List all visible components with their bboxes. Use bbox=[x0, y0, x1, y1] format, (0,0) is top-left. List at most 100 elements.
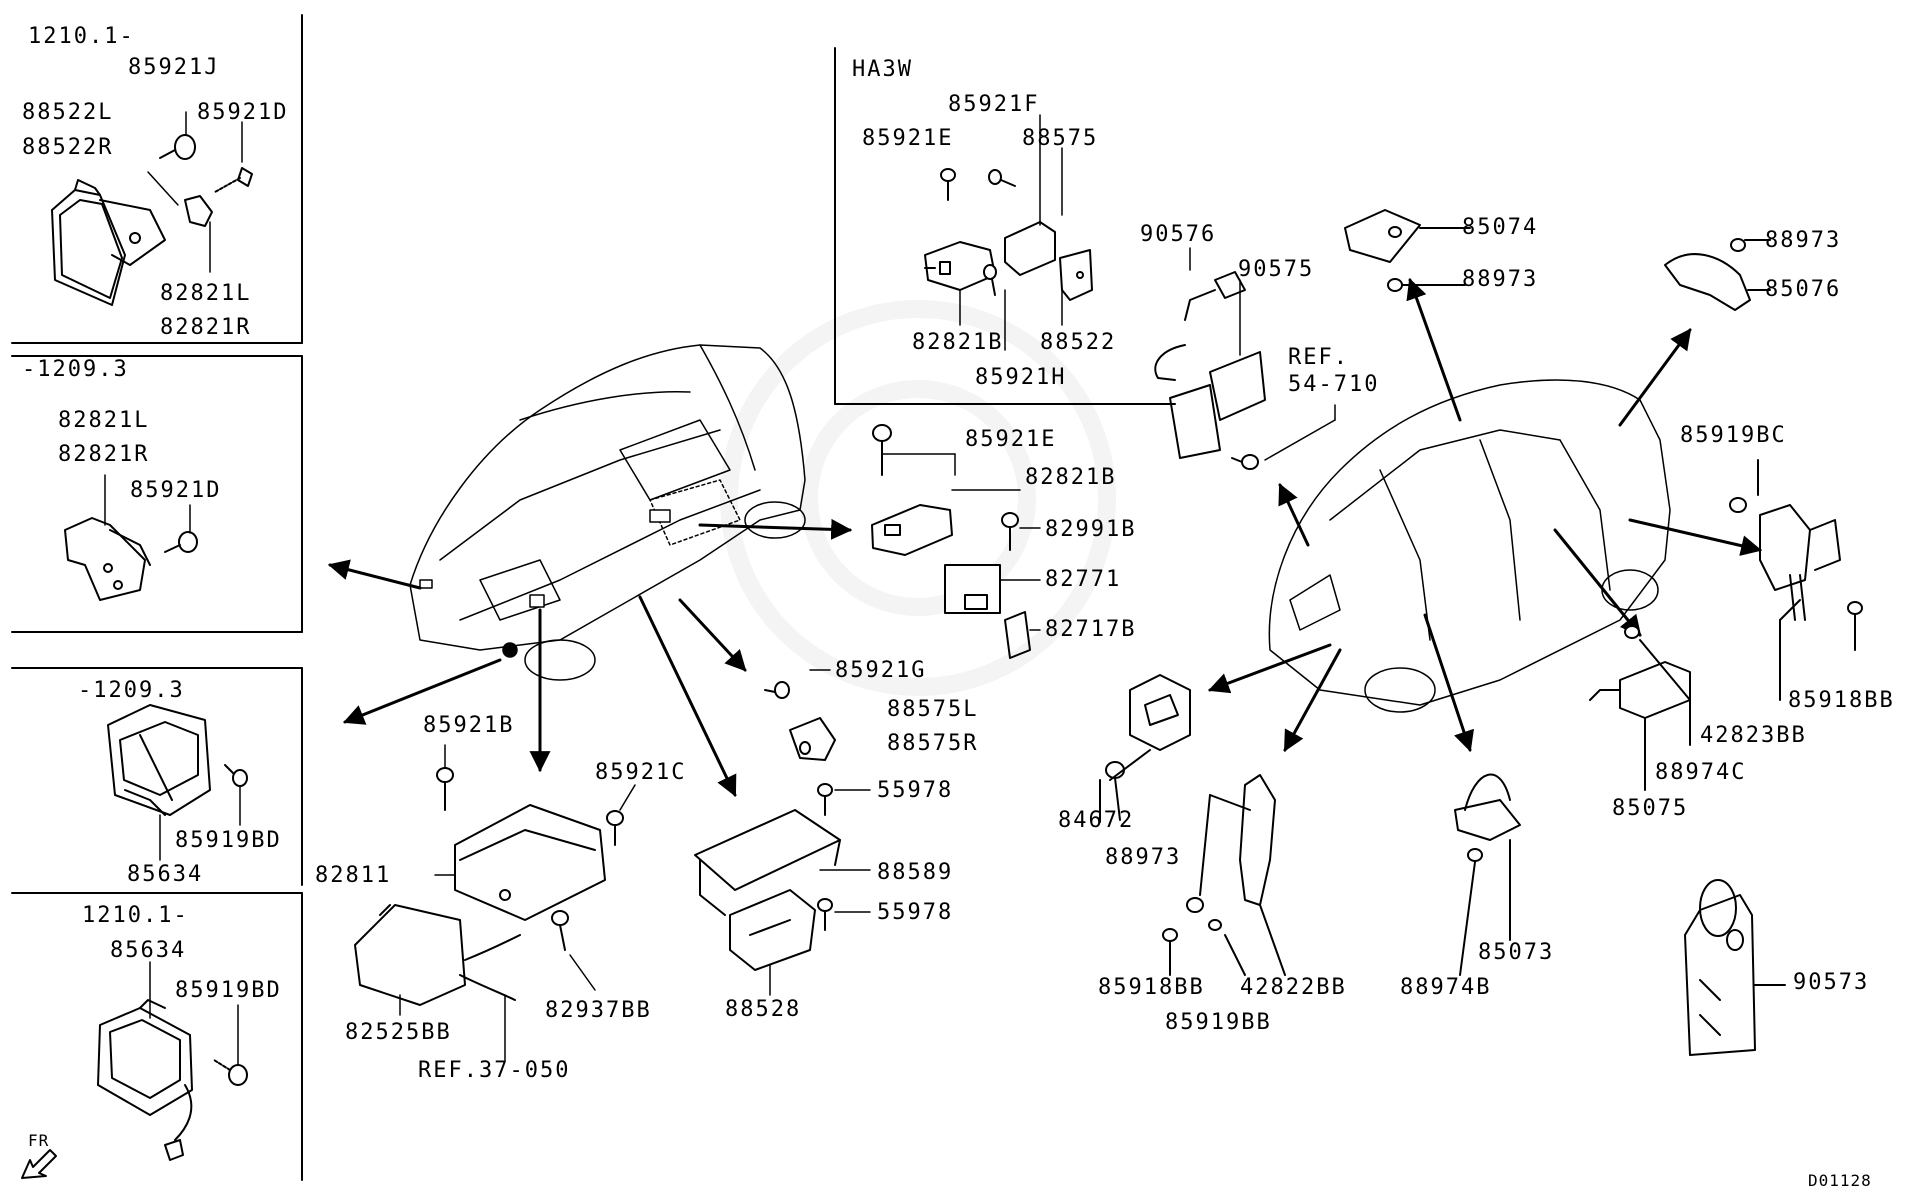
part-90573-keyfob bbox=[1684, 879, 1786, 1056]
panel2-part-82821R: 82821R bbox=[58, 442, 150, 467]
panel4-bolt bbox=[213, 1059, 248, 1086]
part-84672-label: 84672 bbox=[1058, 808, 1135, 833]
part-85073-label: 85073 bbox=[1478, 940, 1555, 965]
panel4-date: 1210.1- bbox=[82, 903, 189, 928]
part-88974C-label: 88974C bbox=[1655, 760, 1747, 785]
part-85918BB-label-a: 85918BB bbox=[1788, 688, 1895, 713]
center-part-88575R: 88575R bbox=[887, 731, 979, 756]
ha3w-part-85921F: 85921F bbox=[948, 92, 1040, 117]
ha3w-part-82821B: 82821B bbox=[912, 330, 1004, 355]
panel2-date: -1209.3 bbox=[22, 357, 129, 382]
panel1-part-82821R: 82821R bbox=[160, 315, 252, 340]
panel2-sensor-bracket bbox=[64, 517, 151, 601]
ha3w-bracket-88522 bbox=[1059, 249, 1093, 301]
center-part-82771: 82771 bbox=[1045, 567, 1122, 592]
part-85074 bbox=[1344, 209, 1471, 292]
front-indicator-label: FR bbox=[28, 1131, 50, 1150]
ha3w-bracket-88575 bbox=[1004, 221, 1056, 276]
ha3w-part-88522: 88522 bbox=[1040, 330, 1117, 355]
panel4-part-85919BD: 85919BD bbox=[175, 978, 282, 1003]
ha3w-title: HA3W bbox=[852, 57, 913, 82]
panel1-sensor-bracket bbox=[51, 179, 166, 306]
panel2-bolt bbox=[164, 531, 198, 553]
panel2-leaders bbox=[104, 474, 191, 534]
panel3-part-85919BD: 85919BD bbox=[175, 828, 282, 853]
panel1-sensor-82821 bbox=[184, 195, 213, 227]
part-85918BB-label-b: 85918BB bbox=[1098, 975, 1205, 1000]
center-part-88528: 88528 bbox=[725, 997, 802, 1022]
panel4-part-85634: 85634 bbox=[110, 938, 187, 963]
center-part-82937BB: 82937BB bbox=[545, 998, 652, 1023]
part-85073-sensor bbox=[1454, 773, 1521, 976]
center-part-55978-a: 55978 bbox=[877, 778, 954, 803]
panel1-part-88522L: 88522L bbox=[22, 100, 114, 125]
front-arrow-icon bbox=[21, 1149, 57, 1179]
panel1-bolt-85921D bbox=[214, 167, 253, 193]
part-88973-label-a: 88973 bbox=[1462, 267, 1539, 292]
center-part-85921B: 85921B bbox=[423, 713, 515, 738]
center-88528-module bbox=[729, 889, 816, 971]
panel1-part-88522R: 88522R bbox=[22, 135, 114, 160]
panel1-part-82821L: 82821L bbox=[160, 281, 252, 306]
panel1-bolt-85921J bbox=[159, 134, 196, 160]
center-part-82525BB: 82525BB bbox=[345, 1020, 452, 1045]
center-part-82811: 82811 bbox=[315, 863, 392, 888]
ha3w-box-border bbox=[834, 47, 1176, 405]
left-panel-borders bbox=[11, 14, 303, 1181]
ref-label: REF. bbox=[1288, 345, 1349, 370]
ha3w-part-88575: 88575 bbox=[1022, 126, 1099, 151]
part-88974B-label: 88974B bbox=[1400, 975, 1492, 1000]
part-85919BC-label: 85919BC bbox=[1680, 423, 1787, 448]
panel1-date: 1210.1- bbox=[28, 24, 135, 49]
part-42822BB-label: 42822BB bbox=[1240, 975, 1347, 1000]
part-42822BB-link bbox=[1162, 774, 1286, 976]
part-90576-label: 90576 bbox=[1140, 222, 1217, 247]
upper-right-leaders bbox=[1189, 247, 1336, 461]
center-82811-module bbox=[436, 767, 624, 921]
panel3-unit-85634 bbox=[107, 704, 211, 816]
part-84672-switch bbox=[1099, 674, 1191, 823]
panel1-leaders bbox=[147, 111, 243, 273]
left-car-body bbox=[409, 344, 806, 681]
part-90575-module bbox=[1154, 271, 1266, 470]
ha3w-part-85921H: 85921H bbox=[975, 365, 1067, 390]
panel3-leaders bbox=[159, 785, 241, 861]
part-85919BB-label: 85919BB bbox=[1165, 1010, 1272, 1035]
ha3w-sensor-82821B bbox=[924, 241, 996, 291]
center-part-85921C: 85921C bbox=[595, 760, 687, 785]
ref-54-710-label: 54-710 bbox=[1288, 372, 1380, 397]
part-85074-label: 85074 bbox=[1462, 215, 1539, 240]
center-82771-unit bbox=[944, 564, 1031, 659]
part-85075-label: 85075 bbox=[1612, 796, 1689, 821]
center-82991B-bolt bbox=[1001, 512, 1019, 551]
ha3w-leaders bbox=[959, 114, 1063, 351]
panel1-part-85921D: 85921D bbox=[197, 100, 289, 125]
panel3-part-85634: 85634 bbox=[127, 862, 204, 887]
part-85919BC-sensor bbox=[1729, 459, 1863, 701]
center-55978-bolts bbox=[817, 783, 833, 931]
center-part-85921E: 85921E bbox=[965, 427, 1057, 452]
panel2-part-82821L: 82821L bbox=[58, 408, 150, 433]
center-88575-sensor bbox=[764, 681, 836, 761]
part-88973-label-c: 88973 bbox=[1105, 845, 1182, 870]
right-car-arrows bbox=[1208, 278, 1763, 752]
panel3-date: -1209.3 bbox=[78, 678, 185, 703]
center-88589-bracket bbox=[694, 809, 841, 916]
center-part-82717B: 82717B bbox=[1045, 617, 1137, 642]
panel1-part-85921J: 85921J bbox=[128, 55, 220, 80]
center-part-88589: 88589 bbox=[877, 860, 954, 885]
center-part-82821B: 82821B bbox=[1025, 465, 1117, 490]
center-82525BB-unit bbox=[354, 904, 569, 1006]
part-90575-label: 90575 bbox=[1238, 257, 1315, 282]
ha3w-part-85921E: 85921E bbox=[862, 126, 954, 151]
part-42823BB-label: 42823BB bbox=[1700, 723, 1807, 748]
panel4-unit-85634 bbox=[97, 999, 193, 1161]
center-82821B-sensor bbox=[871, 424, 953, 556]
left-car-arrows bbox=[327, 518, 853, 797]
center-leaders bbox=[399, 453, 1041, 1061]
center-part-85921G: 85921G bbox=[835, 658, 927, 683]
panel3-bolt bbox=[224, 764, 248, 787]
right-car-body bbox=[1268, 379, 1671, 713]
center-ref-37-050: REF.37-050 bbox=[418, 1058, 571, 1083]
panel4-leaders bbox=[149, 961, 239, 1066]
